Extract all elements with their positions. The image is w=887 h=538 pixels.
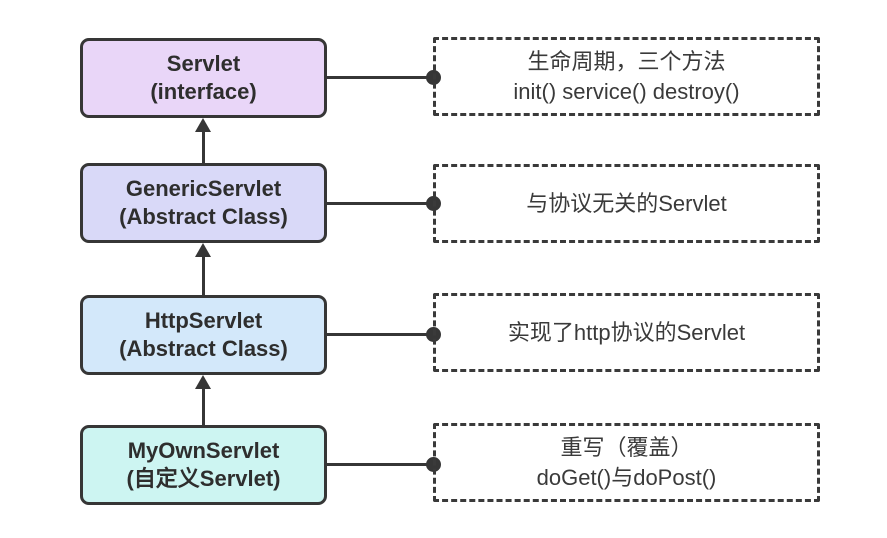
node-title: Servlet [166, 51, 241, 76]
note-text: 实现了http协议的Servlet [507, 319, 746, 345]
note-override-methods: 重写（覆盖） doGet()与doPost() [433, 423, 820, 502]
connector-line [327, 463, 427, 466]
note-text: 生命周期，三个方法 [527, 48, 726, 74]
node-subtitle: (Abstract Class) [119, 204, 288, 229]
note-protocol-independent: 与协议无关的Servlet [433, 164, 820, 243]
arrow-line [201, 387, 205, 425]
inheritance-arrow [195, 375, 211, 425]
node-http-servlet: HttpServlet (Abstract Class) [80, 295, 327, 375]
note-text: 重写（覆盖） [560, 434, 693, 460]
note-text: init() service() destroy() [513, 78, 740, 104]
note-text: doGet()与doPost() [536, 464, 717, 490]
node-servlet-interface: Servlet (interface) [80, 38, 327, 118]
connector-line [327, 76, 427, 79]
node-title: MyOwnServlet [127, 438, 280, 463]
inheritance-arrow [195, 118, 211, 163]
arrow-up-icon [195, 243, 211, 257]
node-generic-servlet: GenericServlet (Abstract Class) [80, 163, 327, 243]
node-subtitle: (Abstract Class) [119, 336, 288, 361]
node-subtitle: (自定义Servlet) [126, 466, 281, 491]
connector-line [327, 333, 427, 336]
node-title: HttpServlet [144, 308, 263, 333]
note-text: 与协议无关的Servlet [526, 190, 727, 216]
inheritance-arrow [195, 243, 211, 295]
arrow-line [201, 255, 205, 295]
connector-line [327, 202, 427, 205]
note-lifecycle-methods: 生命周期，三个方法 init() service() destroy() [433, 37, 820, 116]
node-subtitle: (interface) [150, 79, 257, 104]
node-my-own-servlet: MyOwnServlet (自定义Servlet) [80, 425, 327, 505]
arrow-line [201, 130, 205, 163]
arrow-up-icon [195, 118, 211, 132]
arrow-up-icon [195, 375, 211, 389]
note-http-protocol: 实现了http协议的Servlet [433, 293, 820, 372]
node-title: GenericServlet [125, 176, 282, 201]
